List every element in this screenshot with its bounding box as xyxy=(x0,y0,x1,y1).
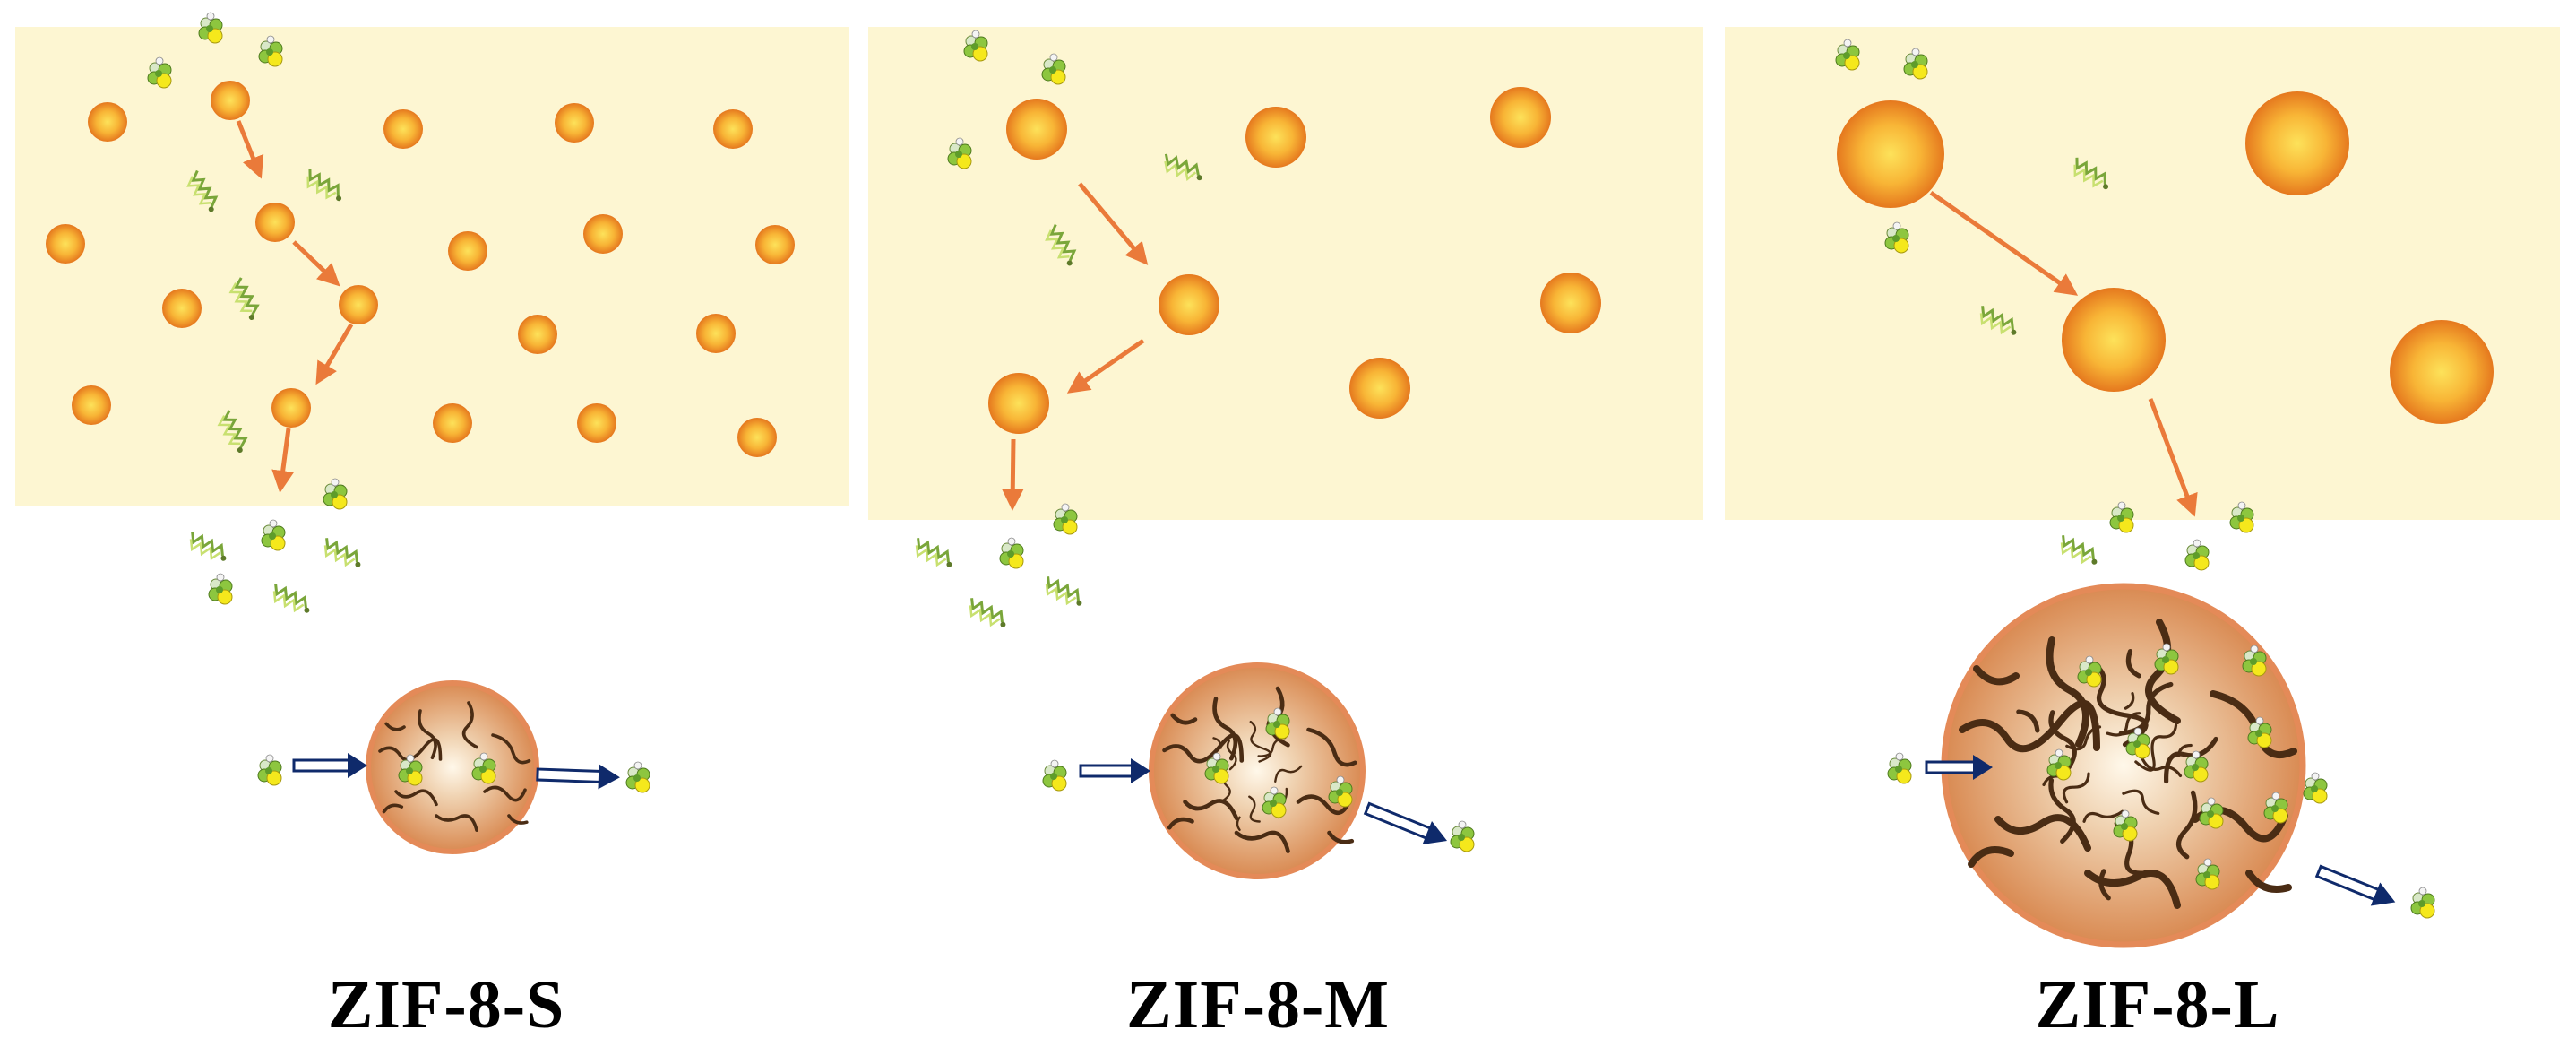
sphere-particle-icon xyxy=(88,102,127,142)
sphere-particle-icon xyxy=(583,214,623,254)
adsorbate-molecule-icon xyxy=(999,537,1024,569)
sphere-particle-icon xyxy=(2245,91,2349,195)
flux-arrows xyxy=(292,753,2396,906)
linear-molecule-icon xyxy=(963,596,1012,632)
crystal-l xyxy=(1941,583,2328,948)
linear-molecule-icon xyxy=(267,582,315,618)
crystal-s xyxy=(366,680,539,854)
sphere-particle-icon xyxy=(46,224,85,264)
caption-zif8-m: ZIF-8-M xyxy=(1125,967,1391,1043)
sphere-particle-icon xyxy=(1837,100,1944,208)
sphere-particle-icon xyxy=(1006,99,1067,160)
sphere-particle-icon xyxy=(1245,107,1306,168)
panel-m-background xyxy=(868,27,1703,520)
panel-l-background xyxy=(1725,27,2560,520)
sphere-particle-icon xyxy=(255,203,295,242)
sphere-particle-icon xyxy=(1159,274,1219,335)
sphere-particle-icon xyxy=(2062,288,2166,392)
double-line-arrow-icon xyxy=(536,764,620,790)
double-line-arrow-icon xyxy=(2314,864,2396,906)
sphere-particle-icon xyxy=(713,109,753,149)
sphere-particle-icon xyxy=(383,109,423,149)
adsorbate-molecule-icon xyxy=(2303,772,2328,804)
sphere-particle-icon xyxy=(271,388,311,428)
panel-s-particles xyxy=(46,81,795,457)
adsorbate-molecule-icon xyxy=(208,573,233,605)
panel-l-diffusion-path xyxy=(1929,190,2198,517)
double-line-arrow-icon xyxy=(292,753,367,778)
adsorbate-molecule-icon xyxy=(257,754,282,786)
linear-molecule-icon xyxy=(1039,575,1088,610)
sphere-particle-icon xyxy=(555,103,594,143)
adsorbate-molecule-icon xyxy=(1450,820,1475,852)
sphere-particle-icon xyxy=(72,385,111,425)
linear-molecule-icon xyxy=(909,536,958,572)
adsorbate-molecule-icon xyxy=(2184,539,2210,571)
caption-zif8-l: ZIF-8-L xyxy=(2035,967,2280,1043)
cracked-crystal-icon xyxy=(1149,662,1366,879)
sphere-particle-icon xyxy=(737,418,777,457)
cracked-crystal-icon xyxy=(366,680,539,854)
double-line-arrow-icon xyxy=(1363,801,1448,844)
sphere-particle-icon xyxy=(577,403,616,443)
sphere-particle-icon xyxy=(211,81,250,120)
sphere-particle-icon xyxy=(988,373,1049,434)
double-line-arrow-icon xyxy=(1079,758,1150,783)
sphere-particle-icon xyxy=(1540,273,1601,333)
sphere-particle-icon xyxy=(448,231,487,271)
panel-s-background xyxy=(15,27,849,506)
sphere-particle-icon xyxy=(696,314,736,353)
crystal-m xyxy=(1149,662,1366,879)
sphere-particle-icon xyxy=(518,315,557,354)
adsorbate-molecule-icon xyxy=(198,12,223,44)
panel-s-diffusion-path xyxy=(236,120,354,493)
sphere-particle-icon xyxy=(755,225,795,264)
linear-molecule-icon xyxy=(184,530,232,566)
adsorbate-molecule-icon xyxy=(1887,752,1912,784)
caption-zif8-s: ZIF-8-S xyxy=(327,967,565,1043)
linear-molecule-icon xyxy=(2055,533,2103,569)
adsorbate-molecule-icon xyxy=(2410,887,2435,919)
sphere-particle-icon xyxy=(1349,358,1410,419)
adsorbate-molecule-icon xyxy=(261,519,286,551)
sphere-particle-icon xyxy=(433,403,472,443)
panel-m-particles xyxy=(988,87,1601,434)
sphere-particle-icon xyxy=(162,289,202,328)
panel-m-diffusion-path xyxy=(1001,182,1149,511)
adsorbate-molecule-icon xyxy=(625,761,650,793)
sphere-particle-icon xyxy=(339,285,378,324)
sphere-particle-icon xyxy=(2390,320,2494,424)
panel-l-particles xyxy=(1837,91,2494,424)
cracked-crystal-icon xyxy=(1941,583,2306,948)
double-line-arrow-icon xyxy=(1925,755,1993,780)
linear-molecule-icon xyxy=(318,536,366,572)
adsorbate-molecule-icon xyxy=(1042,759,1067,792)
sphere-particle-icon xyxy=(1490,87,1551,148)
